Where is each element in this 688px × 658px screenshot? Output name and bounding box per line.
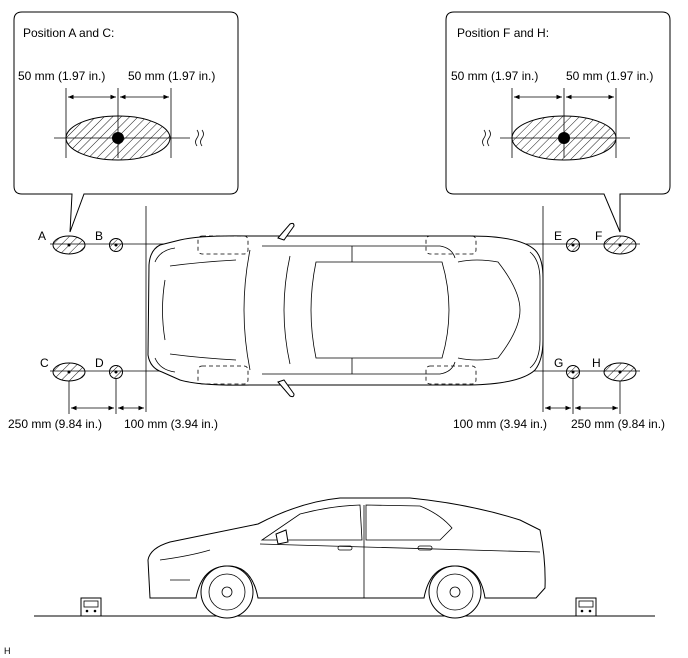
- label-g: G: [554, 356, 563, 370]
- target-center-dot-left: [112, 132, 124, 144]
- position-f: F: [595, 229, 637, 255]
- position-h: H: [592, 356, 637, 382]
- label-c: C: [40, 356, 49, 370]
- callout-left-dim-right: 50 mm (1.97 in.): [128, 69, 215, 83]
- dim-left-inner: 100 mm (3.94 in.): [124, 417, 218, 431]
- bottom-dimensions: 250 mm (9.84 in.) 100 mm (3.94 in.) 100 …: [8, 379, 665, 431]
- side-target-front: [80, 597, 102, 617]
- car-top-view: [147, 222, 544, 398]
- side-target-rear: [575, 597, 597, 617]
- callout-left-dim-left: 50 mm (1.97 in.): [18, 69, 105, 83]
- callout-left-title: Position A and C:: [23, 26, 114, 40]
- label-h: H: [592, 356, 601, 370]
- label-d: D: [95, 356, 104, 370]
- position-b: B: [95, 229, 123, 252]
- position-a: A: [38, 229, 86, 255]
- dim-left-outer: 250 mm (9.84 in.): [8, 417, 102, 431]
- position-g: G: [554, 356, 580, 379]
- position-d: D: [95, 356, 123, 379]
- label-f: F: [595, 229, 602, 243]
- callout-right-dim-left: 50 mm (1.97 in.): [451, 69, 538, 83]
- corner-mark: H: [4, 646, 11, 656]
- callout-box-left: [13, 11, 239, 233]
- target-center-dot-right: [558, 132, 570, 144]
- label-a: A: [38, 229, 46, 243]
- callout-position-a-c: Position A and C: 50 mm (1.97 in.) 50 mm…: [13, 11, 239, 233]
- car-side-view: [34, 497, 655, 619]
- wave-icon-left: [195, 129, 204, 147]
- callout-right-title: Position F and H:: [457, 26, 549, 40]
- label-b: B: [95, 229, 103, 243]
- callout-box-right: [445, 11, 671, 233]
- dim-right-outer: 250 mm (9.84 in.): [571, 417, 665, 431]
- label-e: E: [554, 229, 562, 243]
- callout-right-dim-right: 50 mm (1.97 in.): [566, 69, 653, 83]
- wave-icon-right: [482, 129, 491, 147]
- position-c: C: [40, 356, 86, 382]
- dim-right-inner: 100 mm (3.94 in.): [453, 417, 547, 431]
- callout-position-f-h: Position F and H: 50 mm (1.97 in.) 50 mm…: [445, 11, 671, 233]
- position-e: E: [554, 229, 580, 252]
